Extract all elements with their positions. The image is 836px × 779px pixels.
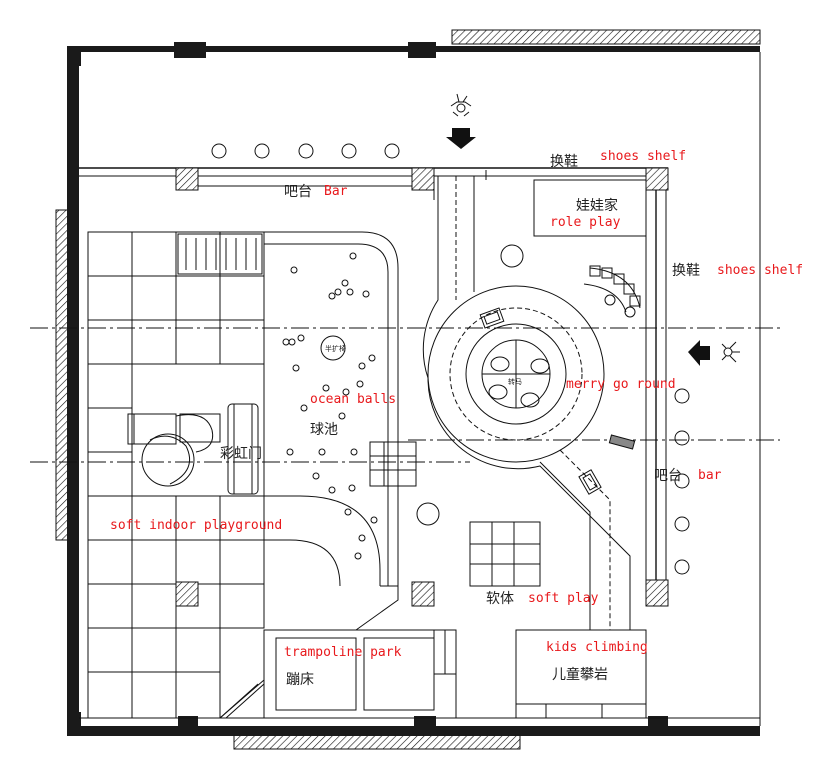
stool-icon — [674, 388, 690, 404]
rainbow-gate-label: 彩虹门 — [220, 446, 262, 462]
merry-go-round-label-cn: 转马 — [508, 377, 522, 386]
inner-walls — [79, 167, 760, 719]
person-topview-icon — [721, 341, 740, 363]
soft-playground — [87, 231, 381, 719]
entrance-arrow-icon — [688, 340, 710, 366]
stool-icon — [384, 143, 400, 159]
soft-play-label-en: soft play — [528, 591, 599, 606]
stool-icon — [674, 473, 690, 489]
bar-stools-right — [674, 388, 690, 575]
soft-play-label-cn: 软体 — [486, 591, 514, 607]
stool-icon — [341, 143, 357, 159]
merry-go-round-label-en: merry go round — [566, 377, 676, 392]
role-play-label-en: role play — [550, 215, 621, 230]
bar-right-label-cn: 吧台 — [654, 468, 682, 484]
soft-play-zone — [416, 502, 541, 587]
bar-right-label-en: bar — [698, 468, 722, 483]
trampoline-label-cn: 蹦床 — [286, 672, 314, 688]
trampoline-label-en: trampoline park — [284, 645, 402, 660]
rainbow-gate — [227, 403, 259, 495]
person-topview-icon — [450, 93, 472, 117]
ocean-ball-pool: 半扩椅 — [264, 231, 417, 587]
stool-icon — [674, 516, 690, 532]
entrance-arrow-icon — [446, 128, 476, 149]
shoes-top-label-cn: 换鞋 — [550, 153, 578, 170]
ocean-balls-label-en: ocean balls — [310, 392, 396, 407]
stool-icon — [674, 430, 690, 446]
round-table — [416, 502, 440, 526]
stool-icon — [674, 559, 690, 575]
axis-lines — [30, 327, 780, 463]
role-play-label-cn: 娃娃家 — [576, 197, 618, 214]
table-tag: 半扩椅 — [325, 344, 346, 353]
climbing-label-en: kids climbing — [546, 640, 648, 655]
shoes-right-label-cn: 换鞋 — [672, 262, 700, 279]
shoes-right-label-en: shoes shelf — [717, 263, 803, 278]
trampoline-park — [263, 585, 457, 719]
slide-icon — [127, 413, 221, 487]
kids-climbing-zone — [515, 629, 647, 719]
bar-top-label-en: Bar — [324, 184, 348, 199]
playground-label-en: soft indoor playground — [110, 518, 282, 533]
ocean-balls-label-cn: 球池 — [310, 422, 338, 438]
bar-top-label-cn: 吧台 — [284, 184, 312, 200]
round-table — [500, 244, 524, 268]
curved-sofa — [583, 265, 641, 318]
stool-icon — [211, 143, 227, 159]
round-table: 半扩椅 — [320, 335, 346, 361]
merry-go-round — [422, 176, 636, 630]
climbing-label-cn: 儿童攀岩 — [552, 666, 608, 683]
entrance-right — [688, 340, 740, 366]
stool-icon — [298, 143, 314, 159]
bar-stools-top — [211, 143, 400, 159]
stool-icon — [254, 143, 270, 159]
shoes-top-label-en: shoes shelf — [600, 149, 686, 164]
outer-walls — [67, 42, 761, 736]
entrance-top — [446, 93, 476, 149]
labels: 吧台 Bar 换鞋 shoes shelf 娃娃家 role play 换鞋 s… — [110, 149, 803, 688]
role-play-zone — [500, 179, 647, 318]
